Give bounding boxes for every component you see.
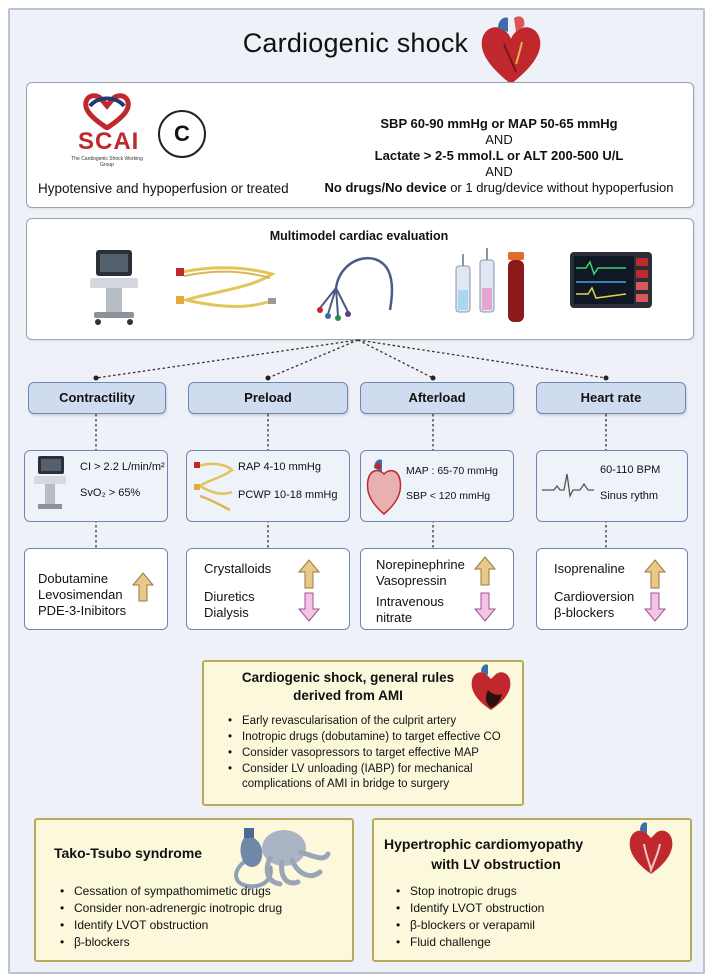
param-contractility-1: CI > 2.2 L/min/m² <box>80 461 165 473</box>
params-box-heart-rate <box>536 450 688 522</box>
monitor-icon <box>570 252 652 308</box>
tako-rule: β-blockers <box>60 934 282 951</box>
ami-title-line1: Cardiogenic shock, general rules <box>241 670 455 685</box>
decrease-arrow-icon <box>644 592 666 622</box>
param-heart-rate-2: Sinus rythm <box>600 490 659 502</box>
stage-letter: C <box>174 121 190 146</box>
ami-rule: Consider vasopressors to target effectiv… <box>228 745 501 761</box>
ami-rules-list: Early revascularisation of the culprit a… <box>212 713 501 777</box>
drugs-box-preload <box>186 548 350 630</box>
scai-and1: AND <box>485 132 513 147</box>
drug-norepinephrine: Norepinephrine <box>376 557 465 572</box>
param-afterload-2: SBP < 120 mmHg <box>406 490 491 502</box>
scai-description: Hypotensive and hypoperfusion or treated <box>38 181 289 196</box>
scai-logo: SCAI The Cardiogenic Shock Working Group <box>68 90 146 176</box>
ami-title-line2: derived from AMI <box>293 688 403 703</box>
heart-icon <box>481 16 541 84</box>
scai-logo-subtext: The Cardiogenic Shock Working Group <box>71 156 143 168</box>
decrease-arrow-icon <box>298 592 320 622</box>
octopus-pot-icon <box>234 828 331 889</box>
page-title: Cardiogenic shock <box>242 28 469 58</box>
hcm-rule: Identify LVOT obstruction <box>396 900 544 917</box>
tako-rule: Cessation of sympathomimetic drugs <box>60 883 282 900</box>
catheter-icon <box>176 266 276 308</box>
blood-syringes-icon <box>455 248 524 322</box>
scai-criteria-line3: No drugs/No device or 1 drug/device with… <box>312 180 686 196</box>
ami-rule: Consider LV unloading (IABP) for mechani… <box>228 761 501 777</box>
param-contractility-2: SvO₂ > 65% <box>80 487 141 499</box>
drug-isoprenaline: Isoprenaline <box>554 561 625 576</box>
category-heart-rate: Heart rate <box>536 382 686 414</box>
drug-cardioversion: Cardioversion <box>554 589 635 604</box>
catheter-small-icon <box>194 462 234 512</box>
category-afterload: Afterload <box>360 382 514 414</box>
tako-rule: Consider non-adrenergic inotropic drug <box>60 900 282 917</box>
drug-levosimendan: Levosimendan <box>38 587 123 602</box>
drug-pde3: PDE-3-Inibitors <box>38 603 127 618</box>
drug-dialysis: Dialysis <box>204 605 249 620</box>
increase-arrow-icon <box>298 559 320 589</box>
ecg-icon <box>542 473 594 498</box>
param-afterload-1: MAP : 65-70 mmHg <box>406 465 499 477</box>
ultrasound-small-icon <box>34 456 66 509</box>
drugs-box-heart-rate <box>536 548 688 630</box>
scai-criteria-line3-rest: or 1 drug/device without hypoperfusion <box>446 180 674 195</box>
increase-arrow-icon <box>132 572 154 602</box>
heart-hcm-icon <box>629 822 673 874</box>
hcm-rule: Stop inotropic drugs <box>396 883 544 900</box>
ultrasound-machine-icon <box>90 250 138 325</box>
drug-vasopressin: Vasopressin <box>376 573 447 588</box>
increase-arrow-icon <box>474 556 496 586</box>
heart-ami-icon <box>471 664 511 710</box>
hcm-rules-list: Stop inotropic drugs Identify LVOT obstr… <box>380 883 544 951</box>
drug-intravenous: Intravenous <box>376 594 444 609</box>
scai-criteria-block: SBP 60-90 mmHg or MAP 50-65 mmHg AND Lac… <box>312 116 686 196</box>
drug-nitrate: nitrate <box>376 610 413 625</box>
decrease-arrow-icon <box>474 592 496 622</box>
drug-beta-blockers: β-blockers <box>554 605 615 620</box>
params-box-preload <box>186 450 350 522</box>
drug-dobutamine: Dobutamine <box>38 571 109 586</box>
swan-ganz-catheter-icon <box>317 256 394 321</box>
hcm-rule: Fluid challenge <box>396 934 544 951</box>
param-heart-rate-1: 60-110 BPM <box>600 464 661 476</box>
scai-heart-logo-icon <box>83 93 131 132</box>
scai-criteria-line3-bold: No drugs/No device <box>324 180 447 195</box>
hcm-title-line2: with LV obstruction <box>431 856 561 872</box>
stage-badge: C <box>158 110 206 158</box>
tako-rule: Identify LVOT obstruction <box>60 917 282 934</box>
category-preload: Preload <box>188 382 348 414</box>
hcm-rule: β-blockers or verapamil <box>396 917 544 934</box>
scai-criteria-line2: Lactate > 2-5 mmol.L or ALT 200-500 U/L <box>374 148 624 163</box>
scai-criteria-line1: SBP 60-90 mmHg or MAP 50-65 mmHg <box>380 116 618 131</box>
ami-rule-continuation: complications of AMI in bridge to surger… <box>242 778 450 790</box>
hcm-title-line1: Hypertrophic cardiomyopathy <box>384 836 584 852</box>
scai-logo-text: SCAI <box>78 128 140 155</box>
scai-and2: AND <box>485 164 513 179</box>
evaluation-title: Multimodel cardiac evaluation <box>269 229 449 243</box>
param-preload-1: RAP 4-10 mmHg <box>238 461 321 473</box>
tako-title: Tako-Tsubo syndrome <box>54 845 203 861</box>
category-contractility: Contractility <box>28 382 166 414</box>
param-preload-2: PCWP 10-18 mmHg <box>238 489 338 501</box>
increase-arrow-icon <box>644 559 666 589</box>
tako-rules-list: Cessation of sympathomimetic drugs Consi… <box>44 883 282 951</box>
heart-small-icon <box>366 459 402 515</box>
ami-rule: Inotropic drugs (dobutamine) to target e… <box>228 729 501 745</box>
drug-crystalloids: Crystalloids <box>204 561 272 576</box>
drug-diuretics: Diuretics <box>204 589 255 604</box>
ami-rule: Early revascularisation of the culprit a… <box>228 713 501 729</box>
